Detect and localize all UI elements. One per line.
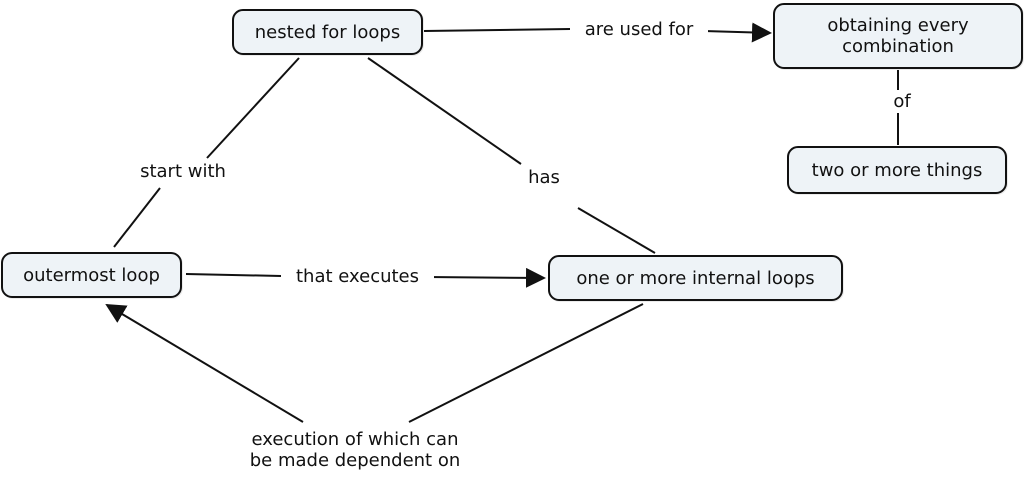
edge-that-executes-to-internal <box>425 267 546 288</box>
node-obtaining-every-combination: obtaining every combination <box>773 3 1023 69</box>
edge-start-with-to-outermost <box>113 187 161 248</box>
edge-internal-to-execution <box>408 303 644 423</box>
edge-has-to-internal <box>577 207 656 254</box>
node-one-or-more-internal-loops: one or more internal loops <box>548 255 843 301</box>
edge-execution-to-outermost <box>105 303 304 423</box>
node-two-or-more-things: two or more things <box>787 146 1007 194</box>
edge-nested-to-start-with <box>206 57 300 159</box>
node-nested-for-loops: nested for loops <box>232 9 423 55</box>
edge-nested-to-has <box>367 57 522 165</box>
edge-outermost-to-that-executes <box>185 273 282 277</box>
link-label-of: of <box>879 91 925 112</box>
edge-used-for-to-obtaining <box>703 22 772 43</box>
node-outermost-loop: outermost loop <box>1 252 182 298</box>
link-label-execution-dependent: execution of which can be made dependent… <box>225 429 485 471</box>
link-label-that-executes: that executes <box>281 266 434 287</box>
link-label-are-used-for: are used for <box>570 19 708 40</box>
link-label-start-with: start with <box>122 161 244 182</box>
edge-nested-to-label-used-for <box>423 28 571 32</box>
link-label-has: has <box>517 167 571 188</box>
